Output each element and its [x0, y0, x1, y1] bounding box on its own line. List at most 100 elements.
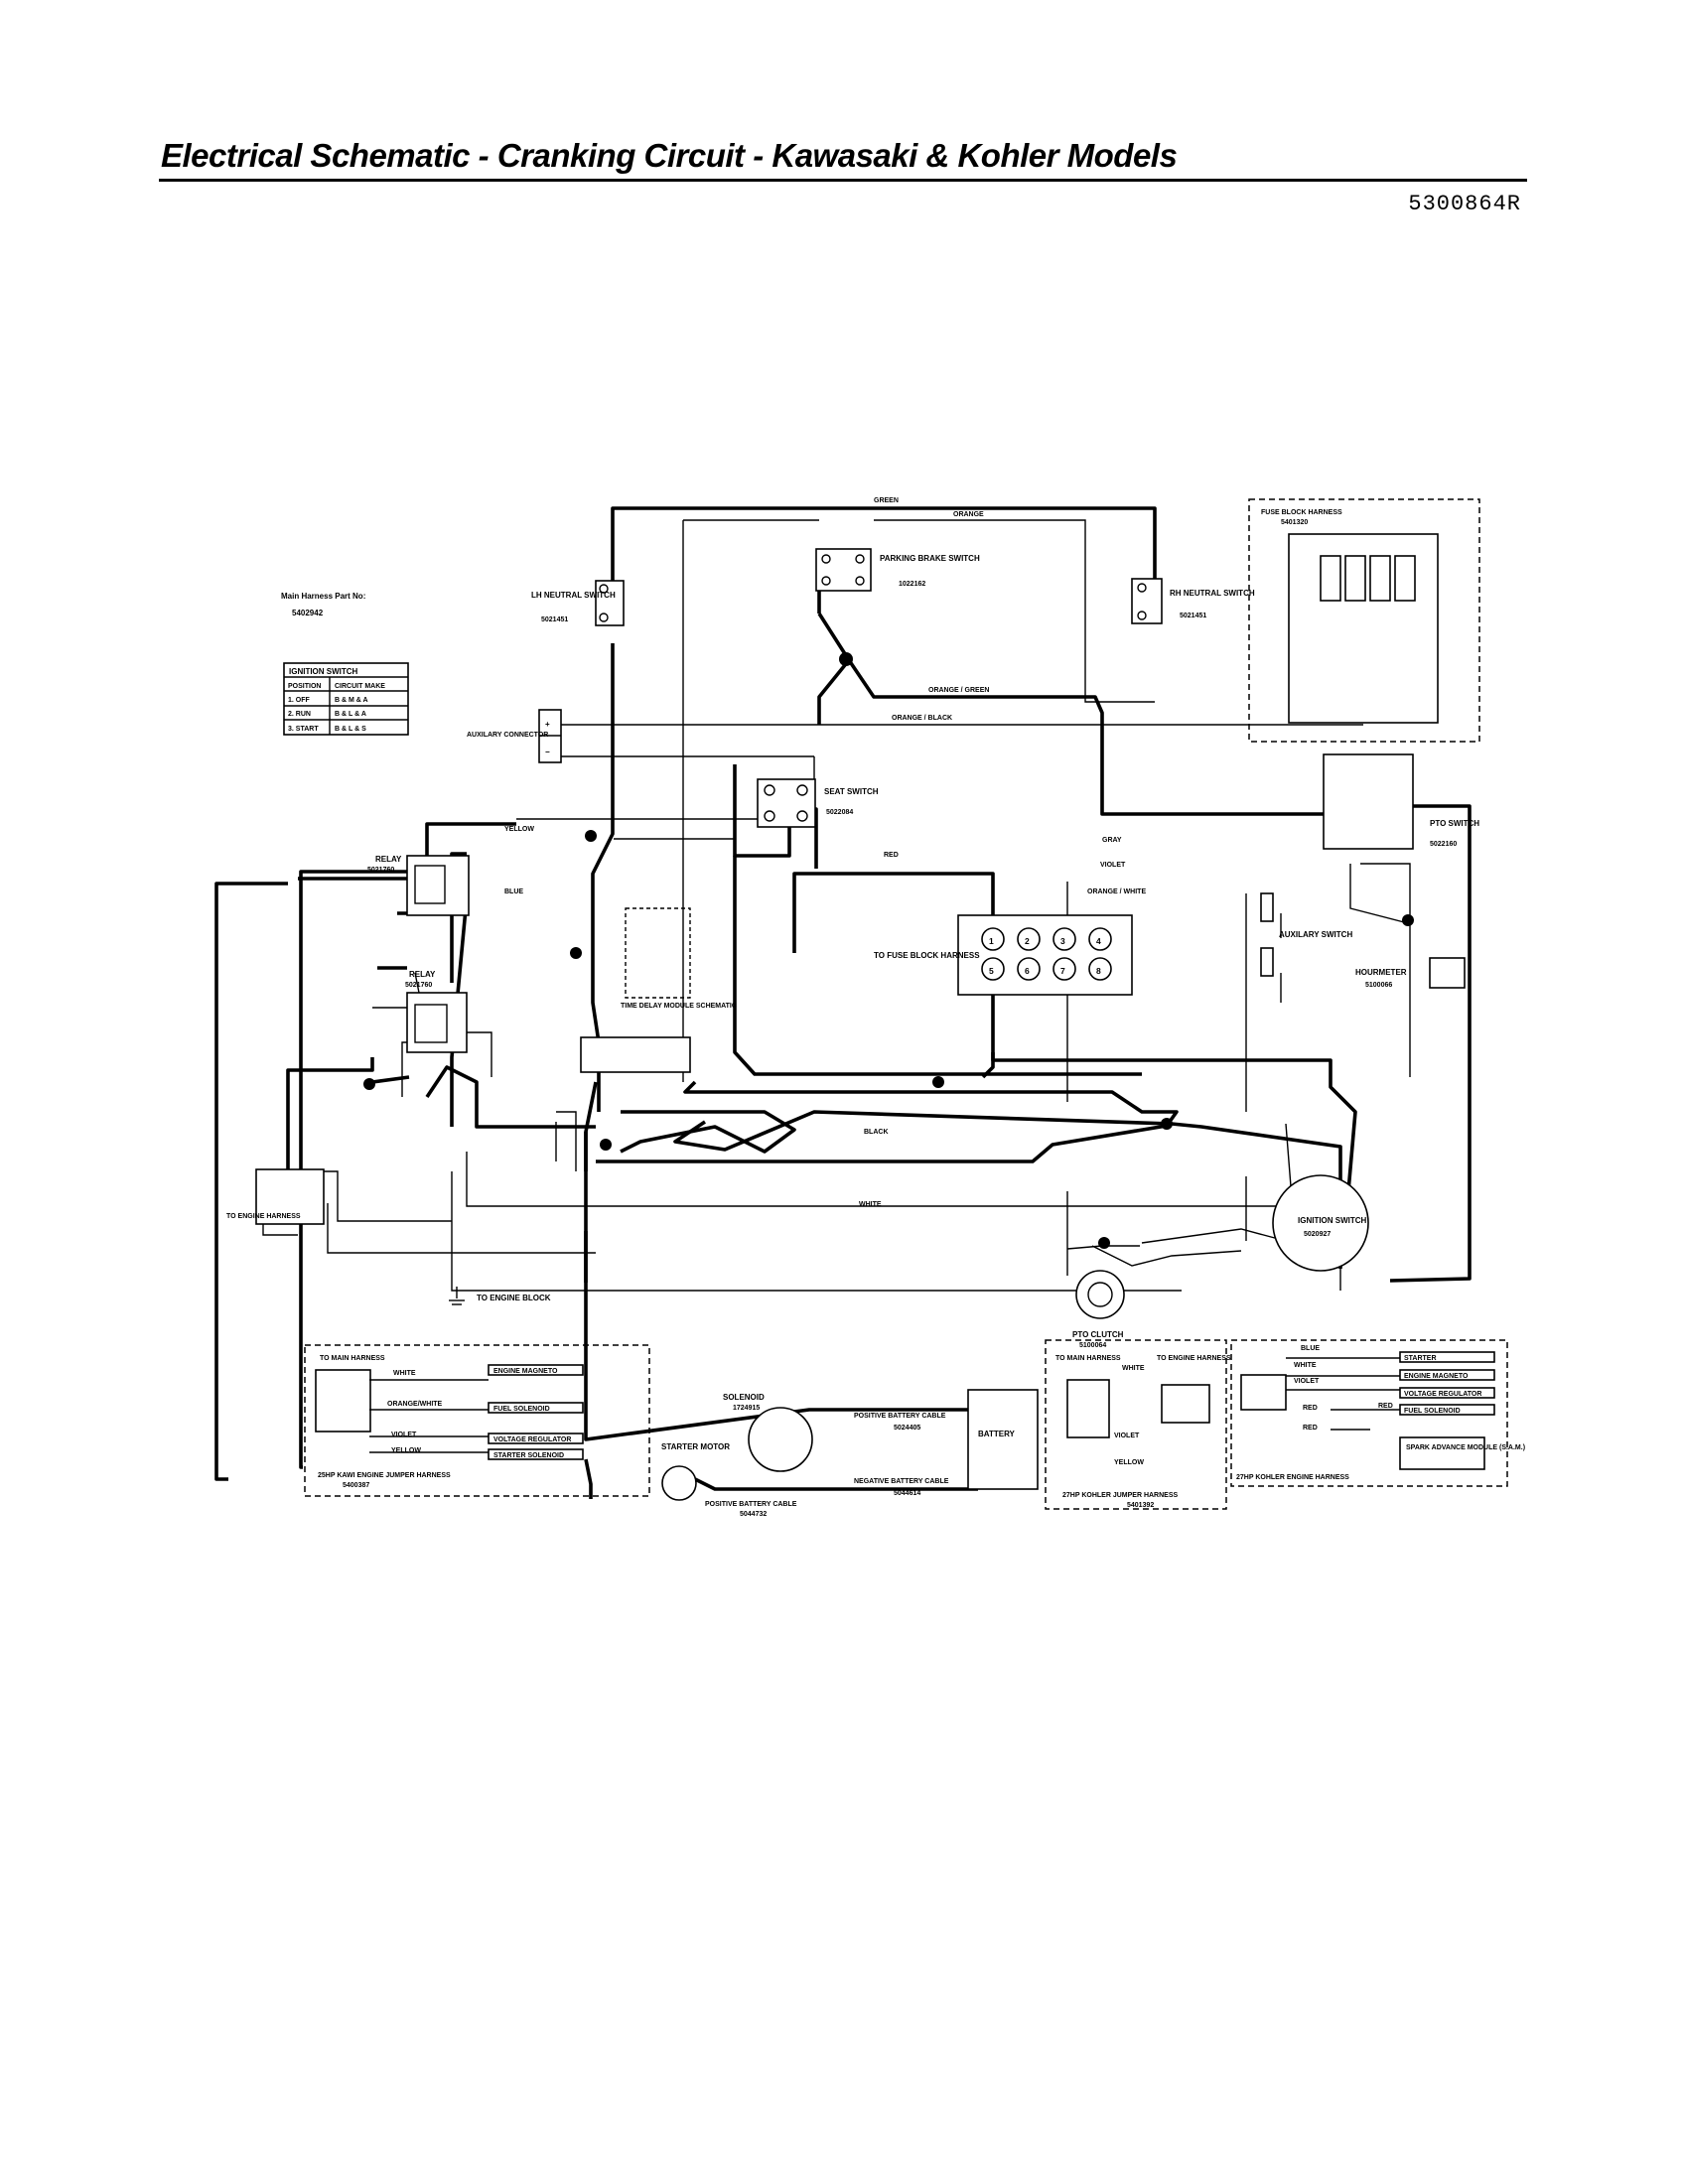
kawi-harness-title: 25HP KAWI ENGINE JUMPER HARNESS — [318, 1472, 451, 1479]
aux-switch-name: AUXILARY SWITCH — [1279, 930, 1352, 939]
fuse-block-pin-number: 5 — [989, 966, 994, 976]
neg-cable-name: NEGATIVE BATTERY CABLE — [854, 1478, 949, 1485]
kawi-target: VOLTAGE REGULATOR — [493, 1436, 571, 1443]
kawi-harness-part: 5400387 — [343, 1482, 369, 1489]
seat-switch-name: SEAT SWITCH — [824, 787, 879, 796]
ignition-table-cell: B & L & S — [335, 726, 366, 733]
kohler-engine-target: ENGINE MAGNETO — [1404, 1373, 1469, 1380]
kohler-engine-wire: WHITE — [1294, 1362, 1317, 1369]
engine-block-ground: TO ENGINE BLOCK — [449, 1287, 551, 1305]
kawi-wire: VIOLET — [391, 1432, 417, 1438]
kohler-engine-target: FUEL SOLENOID — [1404, 1408, 1461, 1415]
relay-2: RELAY 5021760 — [405, 970, 468, 1053]
main-harness-label: Main Harness Part No: — [281, 592, 365, 601]
seat-switch: SEAT SWITCH 5022084 — [757, 778, 879, 828]
ignition-switch-name: IGNITION SWITCH — [1298, 1216, 1367, 1225]
auxiliary-connector: + − AUXILARY CONNECTOR — [467, 709, 562, 763]
kohler-engine-title: 27HP KOHLER ENGINE HARNESS — [1236, 1474, 1349, 1481]
battery: BATTERY POSITIVE BATTERY CABLE 5024405 N… — [705, 1389, 1039, 1518]
fuse-block-pin-number: 6 — [1025, 966, 1030, 976]
relay-1: RELAY 5021760 — [367, 855, 470, 916]
ignition-switch: IGNITION SWITCH 5020927 — [1272, 1174, 1369, 1272]
solenoid-part: 1724915 — [733, 1405, 760, 1412]
hourmeter-name: HOURMETER — [1355, 968, 1407, 977]
relay-2-part: 5021760 — [405, 982, 432, 989]
ignition-table-header-position: POSITION — [288, 683, 321, 690]
kohler-engine-wire: RED — [1303, 1425, 1318, 1432]
kohler-jumper-part: 5401392 — [1127, 1502, 1154, 1509]
relay-2-name: RELAY — [409, 970, 436, 979]
time-delay-module: TIME DELAY MODULE SCHEMATIC — [580, 907, 737, 1073]
pto-switch-name: PTO SWITCH — [1430, 819, 1479, 828]
to-engine-harness-name: TO ENGINE HARNESS — [226, 1213, 301, 1220]
ignition-table-cell: B & L & A — [335, 711, 366, 718]
ignition-table-cell: 3. START — [288, 726, 319, 733]
fuse-block-pin — [1088, 957, 1112, 981]
fuse-block-pin — [1052, 957, 1076, 981]
pos-cable-bottom-part: 5044732 — [740, 1511, 767, 1518]
kohler-jumper-title: 27HP KOHLER JUMPER HARNESS — [1062, 1492, 1179, 1499]
kohler-engine-wire: RED — [1303, 1405, 1318, 1412]
rh-neutral-name: RH NEUTRAL SWITCH — [1170, 589, 1255, 598]
kohler-engine-target: VOLTAGE REGULATOR — [1404, 1391, 1481, 1398]
ignition-table-header-circuit: CIRCUIT MAKE — [335, 683, 385, 690]
hourmeter: HOURMETER 5100066 — [1355, 957, 1466, 989]
fuse-block-pin-number: 7 — [1060, 966, 1065, 976]
wire-label-blue: BLUE — [504, 888, 523, 895]
to-fuse-block-harness: TO FUSE BLOCK HARNESS — [874, 914, 1133, 996]
fuse-block-harness: FUSE BLOCK HARNESS 5401320 — [1248, 498, 1480, 743]
kawi-target: STARTER SOLENOID — [493, 1452, 564, 1459]
kawi-target: ENGINE MAGNETO — [493, 1368, 558, 1375]
kohler-jumper-wire: WHITE — [1122, 1365, 1145, 1372]
lh-neutral-part: 5021451 — [541, 616, 568, 623]
wire-label-orange: ORANGE — [953, 511, 984, 518]
pto-clutch: PTO CLUTCH 5100064 — [1072, 1270, 1125, 1349]
kawi-wire: WHITE — [393, 1370, 416, 1377]
kohler-jumper-wire: VIOLET — [1114, 1433, 1140, 1439]
seat-switch-part: 5022084 — [826, 809, 853, 816]
starter-motor-name: STARTER MOTOR — [661, 1442, 730, 1451]
to-engine-block-name: TO ENGINE BLOCK — [477, 1294, 551, 1302]
fuse-block-pin — [1052, 927, 1076, 951]
main-wiring — [214, 506, 1472, 1499]
wire-label-white: WHITE — [859, 1201, 882, 1208]
relay-1-name: RELAY — [375, 855, 402, 864]
battery-name: BATTERY — [978, 1430, 1016, 1438]
junction-dots — [363, 652, 1414, 1249]
ignition-table-cell: B & M & A — [335, 697, 368, 704]
ignition-table-cell: 2. RUN — [288, 711, 311, 718]
parking-brake-part: 1022162 — [899, 581, 925, 588]
kohler-jumper-harness: TO MAIN HARNESS TO ENGINE HARNESS WHITE … — [1045, 1339, 1231, 1510]
parking-brake-switch: PARKING BRAKE SWITCH 1022162 — [815, 548, 980, 592]
aux-connector-name: AUXILARY CONNECTOR — [467, 732, 548, 739]
engine-harness-connector: TO ENGINE HARNESS — [226, 1168, 325, 1225]
pto-switch-part: 5022160 — [1430, 841, 1457, 848]
wire-label-black: BLACK — [864, 1129, 889, 1136]
ignition-table-title: IGNITION SWITCH — [289, 667, 358, 676]
title-rule — [159, 179, 1527, 182]
ignition-switch-table: IGNITION SWITCH POSITION CIRCUIT MAKE 1.… — [283, 662, 409, 736]
fuse-block-pin — [1017, 927, 1041, 951]
solenoid-name: SOLENOID — [723, 1393, 765, 1402]
main-harness-part: 5402942 — [292, 609, 324, 617]
kohler-jumper-to-main: TO MAIN HARNESS — [1055, 1355, 1121, 1362]
ignition-switch-part: 5020927 — [1304, 1231, 1331, 1238]
to-fuse-block-name: TO FUSE BLOCK HARNESS — [874, 951, 980, 960]
aux-connector-minus: − — [545, 748, 550, 756]
pto-clutch-name: PTO CLUTCH — [1072, 1330, 1124, 1339]
auxiliary-switch: AUXILARY SWITCH — [1260, 892, 1352, 977]
fuse-block-pin-number: 2 — [1025, 936, 1030, 946]
wire-label-orange-green: ORANGE / GREEN — [928, 687, 989, 694]
kohler-engine-target: SPARK ADVANCE MODULE (S.A.M.) — [1406, 1444, 1525, 1451]
kawi-wire: ORANGE/WHITE — [387, 1401, 443, 1408]
lh-neutral-name: LH NEUTRAL SWITCH — [531, 591, 616, 600]
wire-label-green: GREEN — [874, 497, 899, 504]
rh-neutral-switch: RH NEUTRAL SWITCH 5021451 — [1131, 578, 1255, 624]
kohler-engine-target: STARTER — [1404, 1355, 1437, 1362]
kawi-to-main: TO MAIN HARNESS — [320, 1355, 385, 1362]
fuse-block-part: 5401320 — [1281, 519, 1308, 526]
kohler-jumper-to-engine: TO ENGINE HARNESS — [1157, 1355, 1231, 1362]
solenoid: SOLENOID 1724915 — [723, 1393, 813, 1472]
main-harness-info: Main Harness Part No: 5402942 — [281, 592, 365, 617]
